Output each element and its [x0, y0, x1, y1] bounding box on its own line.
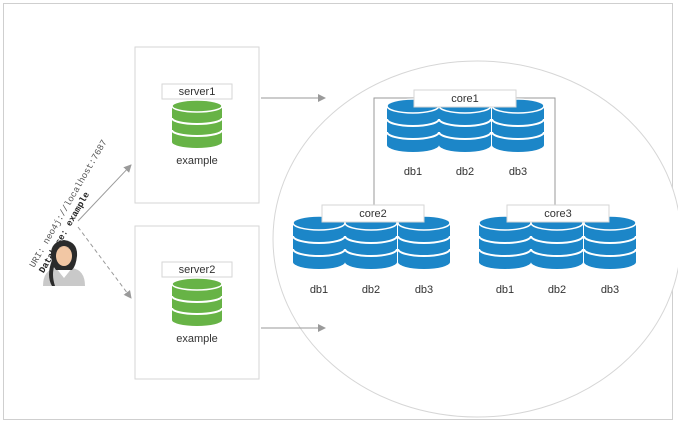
core3-name: core3: [544, 208, 572, 220]
user-avatar-icon: [43, 240, 85, 286]
core1-db2-label: db2: [456, 166, 474, 178]
server2-database-icon-shape: [171, 277, 223, 326]
server1-database-icon-shape: [171, 99, 223, 148]
core3-label-box: [506, 204, 610, 223]
core2-db3-icon: [397, 215, 451, 269]
core2-database-group: [292, 215, 451, 269]
server2-label-box: [161, 261, 233, 278]
server1-database-icon: [171, 99, 223, 148]
client-to-server2-connector: [77, 226, 132, 299]
server2-database-name: example: [176, 333, 218, 345]
server1-label-box: [161, 83, 233, 100]
core2-db3-label: db3: [415, 284, 433, 296]
core1-label-box: [413, 89, 517, 108]
server1-database-name: example: [176, 155, 218, 167]
core3-db2-icon: [530, 215, 584, 269]
core3-db1-icon: [478, 215, 532, 269]
server2-name: server2: [179, 264, 216, 276]
server1-name: server1: [179, 86, 216, 98]
core3-db3-icon: [583, 215, 637, 269]
core2-db2-icon: [344, 215, 398, 269]
core3-db1-label: db1: [496, 284, 514, 296]
core3-database-group: [478, 215, 637, 269]
core1-db3-label: db3: [509, 166, 527, 178]
core3-db3-label: db3: [601, 284, 619, 296]
core1-name: core1: [451, 93, 479, 105]
core2-name: core2: [359, 208, 387, 220]
core2-label-box: [321, 204, 425, 223]
core2-db2-label: db2: [362, 284, 380, 296]
core1-db1-label: db1: [404, 166, 422, 178]
core3-db2-label: db2: [548, 284, 566, 296]
core2-db1-icon: [292, 215, 346, 269]
client-to-server1-connector: [77, 164, 132, 222]
server2-database-icon: [171, 277, 223, 326]
core2-db1-label: db1: [310, 284, 328, 296]
